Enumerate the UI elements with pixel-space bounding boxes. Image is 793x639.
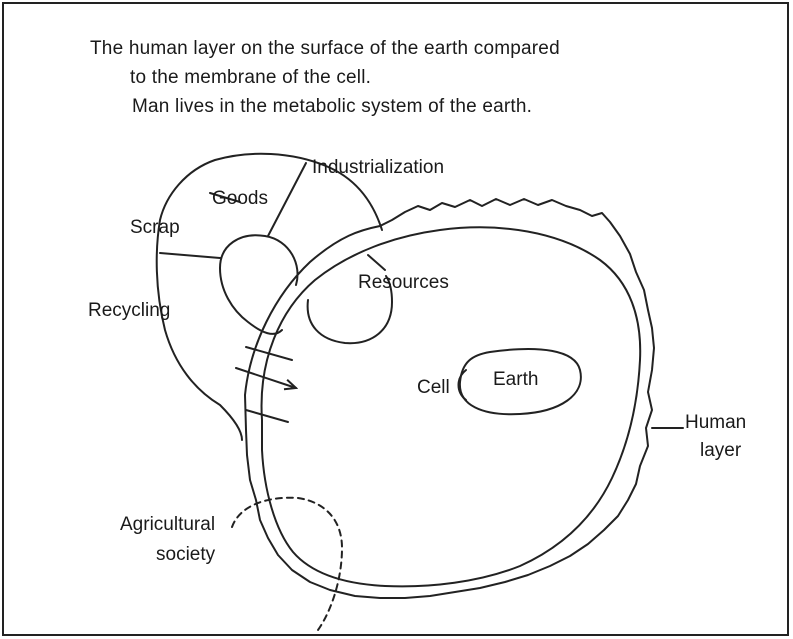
label-recycling: Recycling — [88, 300, 170, 322]
resources-leader — [368, 255, 385, 270]
scrap-leader — [160, 253, 220, 258]
label-industrialization: Industrialization — [312, 157, 444, 179]
label-agricultural: Agricultural — [120, 514, 215, 536]
label-earth: Earth — [493, 369, 538, 391]
flow-line-3 — [246, 410, 288, 422]
label-human: Human — [685, 412, 746, 434]
label-layer: layer — [700, 440, 741, 462]
industrialization-leader — [268, 163, 306, 236]
label-scrap: Scrap — [130, 217, 180, 239]
flow-line-2 — [236, 368, 296, 388]
label-resources: Resources — [358, 272, 449, 294]
label-goods: Goods — [212, 188, 268, 210]
scrap-loop — [220, 235, 298, 334]
material-flow-arc — [157, 154, 382, 440]
label-cell: Cell — [417, 377, 450, 399]
label-society: society — [156, 544, 215, 566]
cell-membrane-outline — [262, 227, 641, 586]
